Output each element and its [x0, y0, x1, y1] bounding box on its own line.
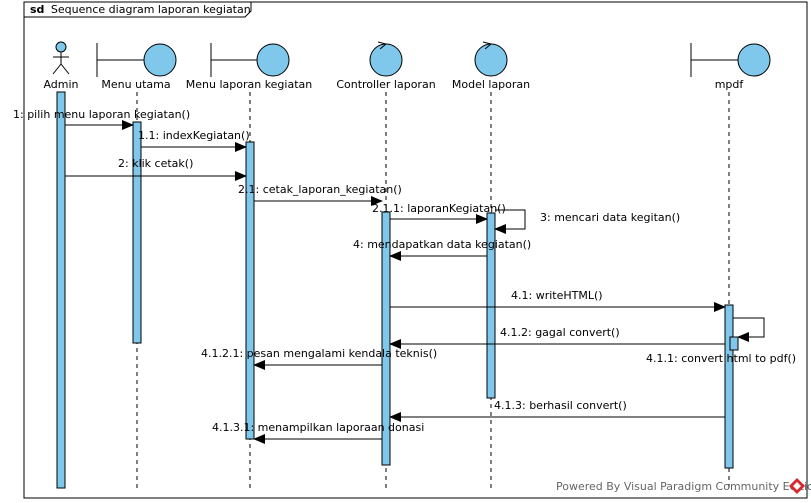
- activation-admin: [56, 91, 66, 489]
- message-label: 4: mendapatkan data kegiatan(): [353, 238, 531, 251]
- activation-controller: [381, 211, 391, 466]
- message-label: 2: klik cetak(): [118, 157, 193, 170]
- lifeline-label-mpdf: mpdf: [715, 78, 745, 91]
- boundary-icon: [690, 43, 771, 77]
- message-label: 2.1.1: laporanKegiatan(): [372, 202, 506, 215]
- lifeline-label-controller: Controller laporan: [336, 78, 435, 91]
- activation-model: [486, 212, 496, 399]
- activation-menu-utama: [132, 121, 142, 344]
- message-label: 4.1.3.1: menampilkan laporaan donasi: [212, 421, 424, 434]
- control-icon: [369, 41, 403, 77]
- boundary-icon: [210, 43, 290, 77]
- lifeline-label-admin: Admin: [43, 78, 78, 91]
- boundary-icon: [96, 43, 177, 77]
- message-label: 4.1: writeHTML(): [511, 289, 603, 302]
- message-label: 1.1: indexKegiatan(): [138, 129, 250, 142]
- message-label: 1: pilih menu laporan kegiatan(): [13, 108, 190, 121]
- svg-text:sd Sequence diagram lapo: sd Sequence diagram laporan kegiatan: [30, 3, 251, 16]
- activation-mpdf-nested: [729, 336, 739, 351]
- message-label: 3: mencari data kegitan(): [540, 211, 680, 224]
- frame-keyword: sd: [30, 3, 44, 16]
- message-label: 4.1.2.1: pesan mengalami kendala teknis(…: [201, 347, 437, 360]
- messages: [65, 120, 765, 444]
- message-labels: 1: pilih menu laporan kegiatan() 1.1: in…: [13, 108, 796, 434]
- frame-title: Sequence diagram laporan kegiatan: [51, 3, 251, 16]
- message-arrow: [733, 317, 765, 342]
- message-label: 2.1: cetak_laporan_kegiatan(): [238, 183, 402, 196]
- diagram-frame: sd Sequence diagram laporan kegiatan: [23, 1, 808, 499]
- lifeline-label-menu-laporan: Menu laporan kegiatan: [186, 78, 313, 91]
- lifeline-label-menu-utama: Menu utama: [101, 78, 170, 91]
- activation-bars: [56, 91, 739, 489]
- lifeline-label-model: Model laporan: [452, 78, 530, 91]
- lifeline-heads: Admin Menu utama Menu laporan kegiatan C…: [43, 41, 771, 91]
- visual-paradigm-logo-icon: [789, 478, 805, 494]
- message-arrow: [494, 209, 526, 234]
- watermark: Powered By Visual Paradigm Community Edi…: [556, 478, 811, 494]
- activation-menu-laporan: [245, 141, 255, 440]
- actor-icon: [52, 41, 70, 75]
- message-label: 4.1.2: gagal convert(): [500, 326, 620, 339]
- activation-mpdf: [724, 304, 734, 469]
- control-icon: [474, 41, 508, 77]
- message-label: 4.1.1: convert html to pdf(): [646, 352, 796, 365]
- watermark-text: Powered By Visual Paradigm Community Edi…: [556, 480, 811, 493]
- message-label: 4.1.3: berhasil convert(): [494, 399, 627, 412]
